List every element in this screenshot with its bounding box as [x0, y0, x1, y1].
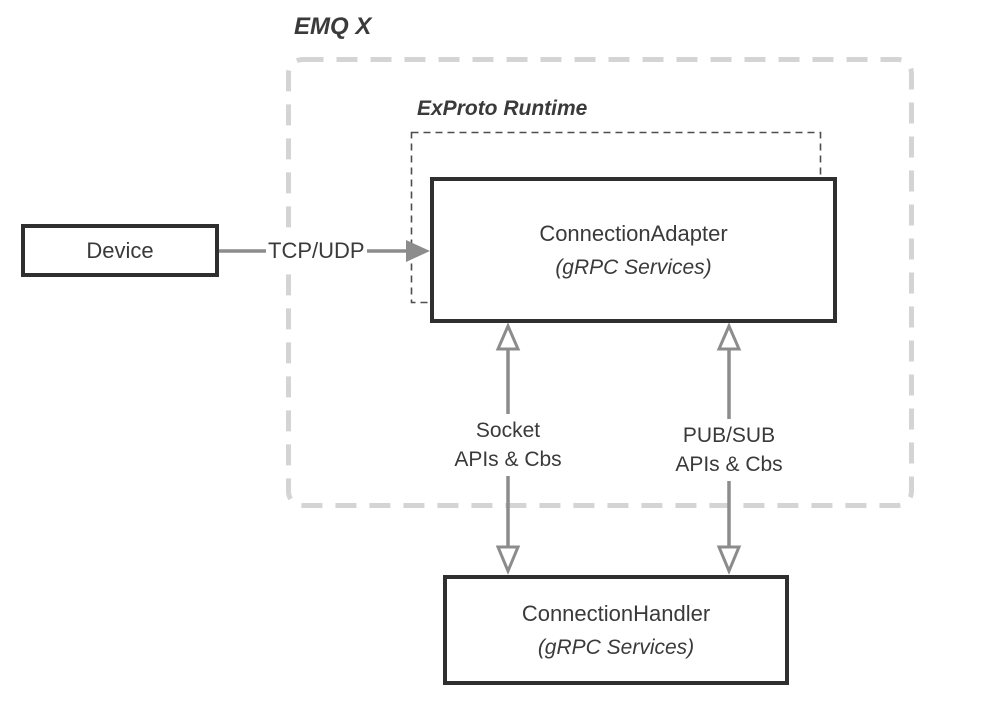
pubsub-apis-edge-label: PUB/SUB APIs & Cbs: [667, 419, 791, 481]
connection-adapter-subtitle: (gRPC Services): [555, 255, 712, 279]
tcp-udp-arrowhead-icon: [406, 240, 430, 262]
connection-adapter-title: ConnectionAdapter: [539, 220, 728, 246]
pubsub-down-arrowhead-icon: [716, 545, 742, 575]
connection-adapter-node: ConnectionAdapter (gRPC Services): [430, 177, 837, 323]
connection-handler-title: ConnectionHandler: [521, 600, 711, 626]
pubsub-apis-edge-label-line2: APIs & Cbs: [675, 453, 783, 476]
connection-handler-subtitle: (gRPC Services): [537, 635, 695, 659]
device-node-label: Device: [86, 237, 154, 263]
emqx-boundary-label: EMQ X: [294, 13, 372, 40]
socket-apis-edge-label-line2: APIs & Cbs: [454, 448, 562, 471]
socket-apis-edge-label: Socket APIs & Cbs: [446, 414, 570, 476]
emqx-dashed-boundary: [286, 57, 914, 508]
socket-apis-edge-label-line1: Socket: [475, 419, 541, 442]
device-node: Device: [21, 224, 219, 277]
pubsub-apis-edge-label-line1: PUB/SUB: [682, 424, 776, 447]
socket-down-arrowhead-icon: [495, 545, 521, 575]
socket-up-arrowhead-icon: [495, 322, 521, 351]
exproto-runtime-label: ExProto Runtime: [417, 97, 588, 120]
connection-handler-node: ConnectionHandler (gRPC Services): [443, 575, 789, 685]
pubsub-up-arrowhead-icon: [716, 322, 742, 351]
tcp-udp-edge-label: TCP/UDP: [266, 237, 367, 265]
